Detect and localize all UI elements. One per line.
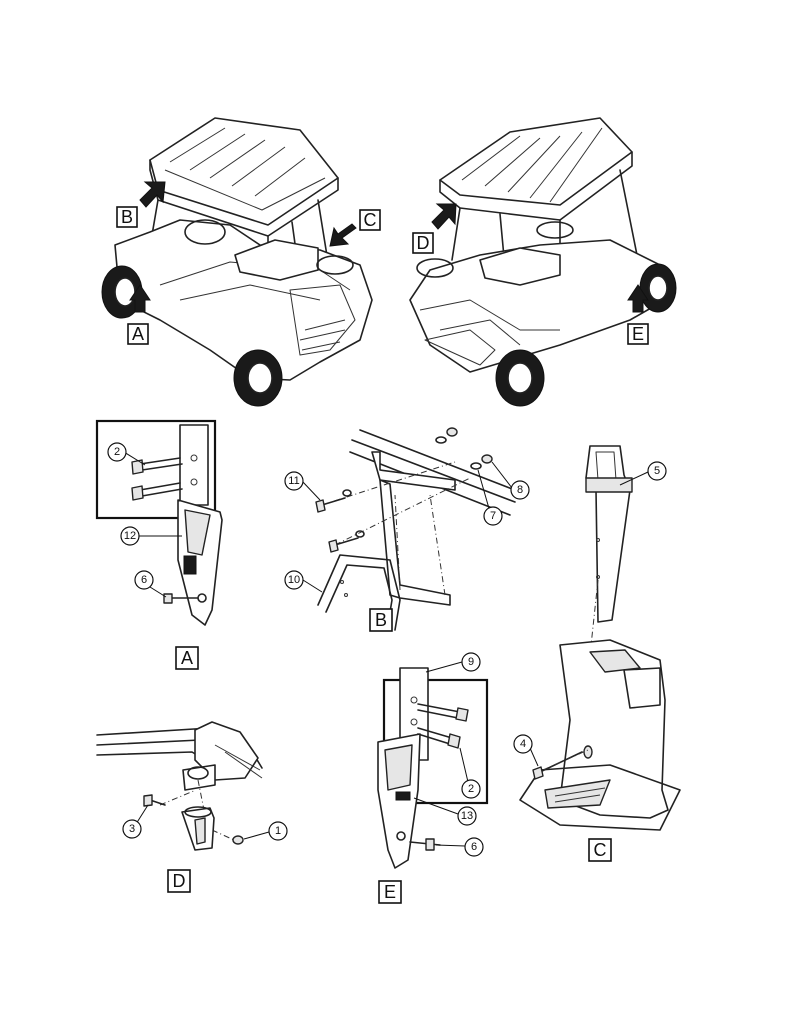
svg-text:D: D [173, 871, 186, 891]
svg-text:1: 1 [275, 825, 281, 837]
svg-text:B: B [375, 610, 387, 630]
svg-text:D: D [417, 233, 430, 253]
cart-overview-left [101, 117, 373, 407]
svg-text:B: B [121, 207, 133, 227]
svg-text:2: 2 [468, 783, 474, 795]
detail-B: 11 8 7 10 B [284, 427, 530, 632]
arrow-A-left [129, 284, 151, 313]
svg-text:6: 6 [141, 574, 147, 586]
arrow-C-left [329, 223, 357, 247]
svg-text:3: 3 [129, 823, 135, 835]
svg-text:13: 13 [461, 810, 473, 822]
arrow-D-right [431, 203, 457, 230]
arrow-B-left [139, 181, 166, 208]
svg-text:C: C [594, 840, 607, 860]
label-A-overview: A [127, 323, 149, 345]
svg-text:10: 10 [288, 574, 300, 586]
arrow-E-right [627, 284, 649, 313]
svg-text:7: 7 [490, 510, 496, 522]
label-E-overview: E [627, 323, 649, 345]
detail-C: 5 4 C [513, 445, 681, 862]
svg-text:9: 9 [468, 656, 474, 668]
detail-E: 9 2 13 6 E [377, 652, 489, 904]
label-C-overview: C [359, 209, 381, 231]
svg-text:11: 11 [288, 475, 299, 487]
detail-A: 2 12 6 A [95, 419, 223, 670]
svg-text:6: 6 [471, 841, 477, 853]
cart-overview-right [409, 117, 677, 407]
detail-D: 3 1 D [96, 721, 288, 893]
label-B-overview: B [116, 206, 138, 228]
svg-text:E: E [384, 882, 396, 902]
svg-text:2: 2 [114, 446, 120, 458]
svg-text:A: A [181, 648, 193, 668]
svg-text:A: A [132, 324, 144, 344]
svg-text:C: C [364, 210, 377, 230]
label-D-overview: D [412, 232, 434, 254]
svg-text:5: 5 [654, 465, 660, 477]
svg-text:12: 12 [124, 530, 136, 542]
svg-text:4: 4 [520, 738, 526, 750]
svg-text:8: 8 [517, 484, 523, 496]
svg-text:E: E [632, 324, 644, 344]
